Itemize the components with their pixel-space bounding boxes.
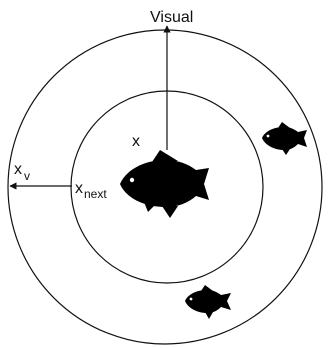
x-v-label-base: x: [14, 161, 22, 178]
x-next-label: x next: [75, 180, 107, 201]
main-fish-icon: [120, 150, 209, 218]
x-v-label-subscript: v: [24, 169, 30, 183]
x-label: x: [132, 133, 140, 150]
small-fish-right-icon: [262, 122, 307, 155]
small-fish-bottom-icon: [185, 285, 231, 319]
x-v-label: x v: [14, 161, 30, 183]
visual-label: Visual: [150, 9, 193, 26]
x-next-label-subscript: next: [84, 187, 107, 201]
x-next-label-base: x: [75, 180, 83, 197]
